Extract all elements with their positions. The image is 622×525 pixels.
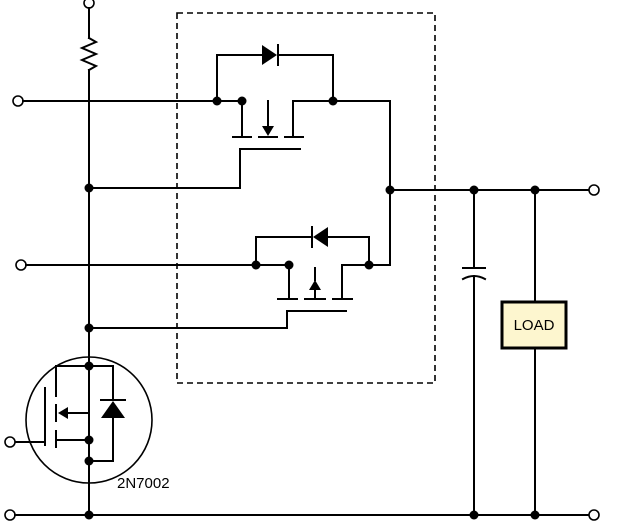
upper-diode-loop-wire	[216, 54, 263, 102]
junction-dot	[328, 96, 338, 106]
upper-mosfet-arrow-icon	[262, 126, 274, 136]
lower-diode-icon	[313, 227, 328, 247]
junction-dot	[84, 456, 94, 466]
junction-dot	[84, 323, 94, 333]
dual-mosfet-enclosure	[176, 12, 436, 384]
transistor-diode-bottom-wire	[88, 417, 114, 462]
junction-dot	[212, 96, 222, 106]
junction-dot	[84, 361, 94, 371]
junction-dot	[530, 185, 540, 195]
lower-diode-loop-wire	[255, 236, 313, 266]
junction-dot	[84, 510, 94, 520]
load-box	[500, 300, 568, 350]
transistor-case	[25, 356, 153, 484]
top-terminal	[83, 0, 95, 9]
upper-drain-to-output-wire	[332, 100, 391, 191]
input2-terminal	[15, 259, 27, 271]
junction-dot	[284, 260, 294, 270]
transistor-diode-top-wire	[88, 365, 114, 401]
lower-mosfet-gate-wire	[88, 310, 288, 329]
junction-dot	[84, 435, 94, 445]
lower-mosfet-arrow-icon	[309, 280, 321, 290]
transistor-diode-icon	[101, 401, 125, 418]
transistor-label: 2N7002	[117, 475, 170, 492]
ground-left-terminal	[4, 509, 16, 521]
load-label: LOAD	[514, 317, 555, 334]
junction-dot	[469, 510, 479, 520]
pull-up-resistor	[79, 36, 99, 72]
junction-dot	[364, 260, 374, 270]
junction-dot	[469, 185, 479, 195]
transistor-drain-lead	[55, 365, 90, 389]
junction-dot	[530, 510, 540, 520]
upper-diode-return-wire	[277, 54, 334, 102]
junction-dot	[237, 96, 247, 106]
junction-dot	[251, 260, 261, 270]
upper-diode-icon	[262, 45, 277, 65]
lower-diode-return-wire	[327, 236, 370, 266]
transistor-arrow-icon	[58, 407, 68, 419]
upper-mosfet-gate-wire	[88, 148, 241, 189]
ground-right-terminal	[588, 509, 600, 521]
transistor-gate-terminal	[4, 436, 16, 448]
lower-drain-to-output-wire	[368, 189, 391, 266]
input1-terminal	[12, 95, 24, 107]
output-terminal	[588, 184, 600, 196]
junction-dot	[84, 183, 94, 193]
junction-dot	[385, 185, 395, 195]
